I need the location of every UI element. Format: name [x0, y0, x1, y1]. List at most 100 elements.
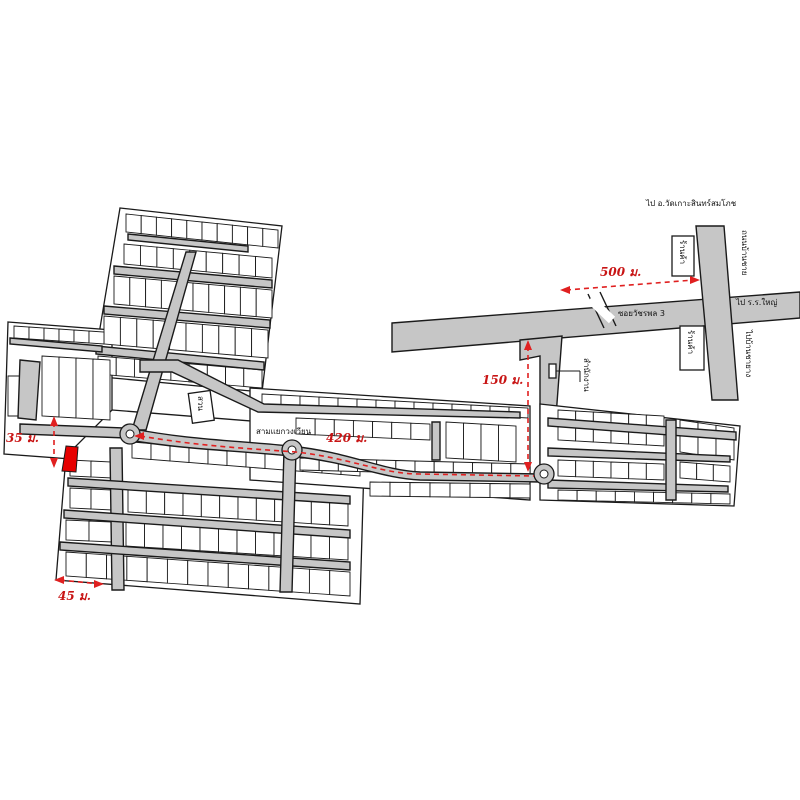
lot: [123, 243, 141, 267]
lot: [509, 483, 531, 499]
lot: [145, 278, 162, 309]
main-road-vertical: [695, 225, 739, 401]
lot: [255, 255, 273, 279]
lot: [156, 246, 174, 270]
lot: [92, 358, 111, 421]
lot: [222, 252, 240, 276]
lot: [592, 460, 612, 479]
shop-building-bottom: [679, 325, 705, 371]
lot: [234, 326, 253, 358]
lot: [251, 328, 269, 359]
lot: [262, 227, 279, 249]
target-plot-marker[interactable]: [61, 445, 79, 473]
lot: [139, 245, 158, 268]
distance-lines: [50, 276, 700, 588]
label-shop-2: ร้านค้า: [686, 330, 695, 354]
lot: [43, 327, 60, 342]
lot: [410, 422, 431, 441]
lot: [90, 488, 113, 511]
lot: [576, 489, 597, 502]
lot: [557, 489, 578, 501]
label-office: สำนักงาน: [582, 358, 591, 392]
lot: [192, 282, 210, 313]
road-break-icon: [586, 291, 617, 329]
lot: [239, 286, 257, 318]
label-soi-road: ซอยวัชรพล 3: [618, 309, 665, 318]
lot: [679, 461, 698, 480]
lot: [231, 224, 249, 246]
lot: [696, 462, 714, 482]
lot: [329, 570, 351, 597]
lot: [41, 355, 60, 418]
lot: [13, 325, 30, 340]
lot: [238, 254, 257, 277]
lot: [129, 276, 147, 308]
lot: [697, 422, 717, 458]
lot: [201, 221, 218, 243]
lot: [224, 285, 241, 316]
lot: [389, 481, 411, 497]
lot: [58, 328, 75, 343]
lot: [155, 216, 173, 238]
distance-45: 45 ม.: [58, 589, 91, 603]
lot: [633, 491, 655, 503]
lot: [88, 330, 105, 345]
lot: [140, 215, 157, 236]
lot: [712, 464, 731, 483]
lot: [691, 492, 712, 505]
lot: [131, 441, 152, 460]
lot: [65, 519, 90, 542]
lot: [125, 213, 142, 235]
lot: [65, 551, 87, 578]
office-building: [548, 363, 557, 379]
lot: [75, 357, 94, 420]
lot: [218, 325, 236, 356]
label-main-road-vertical-2: ไปบ้านชายาง: [744, 329, 753, 377]
lot: [216, 223, 233, 244]
lot: [85, 552, 108, 580]
lot: [150, 443, 171, 462]
lot: [449, 482, 471, 498]
lot: [614, 490, 635, 503]
distance-150: 150 ม.: [482, 373, 523, 387]
lot: [28, 326, 45, 341]
lot: [463, 422, 482, 461]
lot: [372, 420, 393, 439]
lot: [409, 482, 431, 498]
lot: [710, 493, 731, 505]
lot: [225, 366, 245, 387]
lot: [247, 226, 264, 247]
lot: [595, 490, 616, 502]
lot: [645, 462, 665, 481]
label-to-top-right: ไป อ.วัดเกาะสินทร์สมโภช: [645, 198, 737, 208]
lot: [201, 323, 220, 355]
lot: [166, 558, 189, 586]
park-area: [187, 389, 215, 424]
lot: [248, 564, 270, 591]
lot: [227, 562, 250, 590]
lot: [391, 421, 412, 440]
lot: [207, 561, 229, 588]
lot: [58, 356, 77, 419]
lot: [575, 460, 594, 478]
lot: [90, 460, 113, 479]
lot: [119, 316, 138, 348]
lot: [146, 557, 168, 584]
label-roundabout: สามแยกวงเวียน: [256, 427, 312, 436]
lot: [498, 424, 517, 463]
lot: [557, 459, 577, 478]
label-park: สวน: [196, 396, 205, 411]
roundabouts: [119, 423, 555, 485]
lot: [308, 568, 331, 596]
lot: [187, 560, 209, 587]
lot: [369, 481, 391, 497]
lot: [208, 283, 226, 315]
label-main-road-vertical: ถนนบ้านชาย: [740, 230, 749, 275]
lot: [73, 329, 90, 344]
lot: [186, 219, 203, 241]
lot: [610, 461, 630, 480]
lot: [69, 487, 92, 510]
lot: [489, 483, 511, 499]
